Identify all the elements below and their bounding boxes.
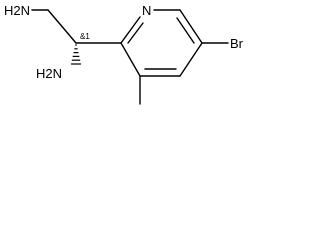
amine-top-label: H2N: [4, 3, 30, 18]
bond-c3-c2: [120, 42, 141, 77]
ring-nitrogen-label: N: [142, 3, 151, 18]
stereo-descriptor-label: &1: [80, 32, 90, 41]
molecule-structure: H2N H2N &1 N Br: [4, 3, 244, 105]
atom-labels: H2N H2N &1 N Br: [4, 3, 244, 81]
bromine-label: Br: [230, 36, 244, 51]
bond-c5-c4: [179, 42, 203, 77]
bond-c2-n1: [120, 16, 141, 44]
hashed-wedge-bond: [71, 44, 81, 65]
bonds: [31, 9, 229, 105]
bond-c6-c5-inner: [176, 17, 195, 44]
amine-mid-label: H2N: [36, 66, 62, 81]
bond-ch2-chiral: [47, 9, 77, 44]
bond-c2-n1-inner: [127, 22, 144, 44]
bond-c6-c5: [179, 9, 203, 44]
